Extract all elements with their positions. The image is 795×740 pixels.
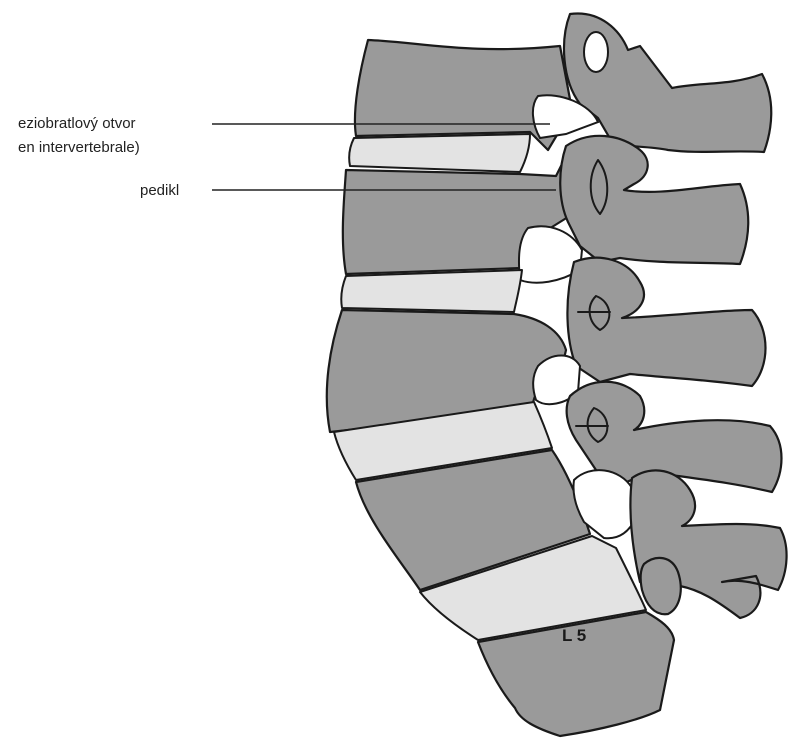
label-foramen-line2: en intervertebrale) <box>18 139 140 156</box>
intervertebral-disc-1 <box>349 134 530 172</box>
vertebra-2-process <box>560 136 748 264</box>
intervertebral-disc-2 <box>341 270 522 312</box>
vertebra-l5-facet-process <box>641 558 681 614</box>
vertebra-3-process <box>567 258 765 386</box>
label-pedicle: pedikl <box>140 182 179 199</box>
vertebra-l5-label: L 5 <box>562 626 586 645</box>
label-foramen-line1: eziobratlový otvor <box>18 115 136 132</box>
vertebra-1-facet-hole <box>584 32 608 72</box>
